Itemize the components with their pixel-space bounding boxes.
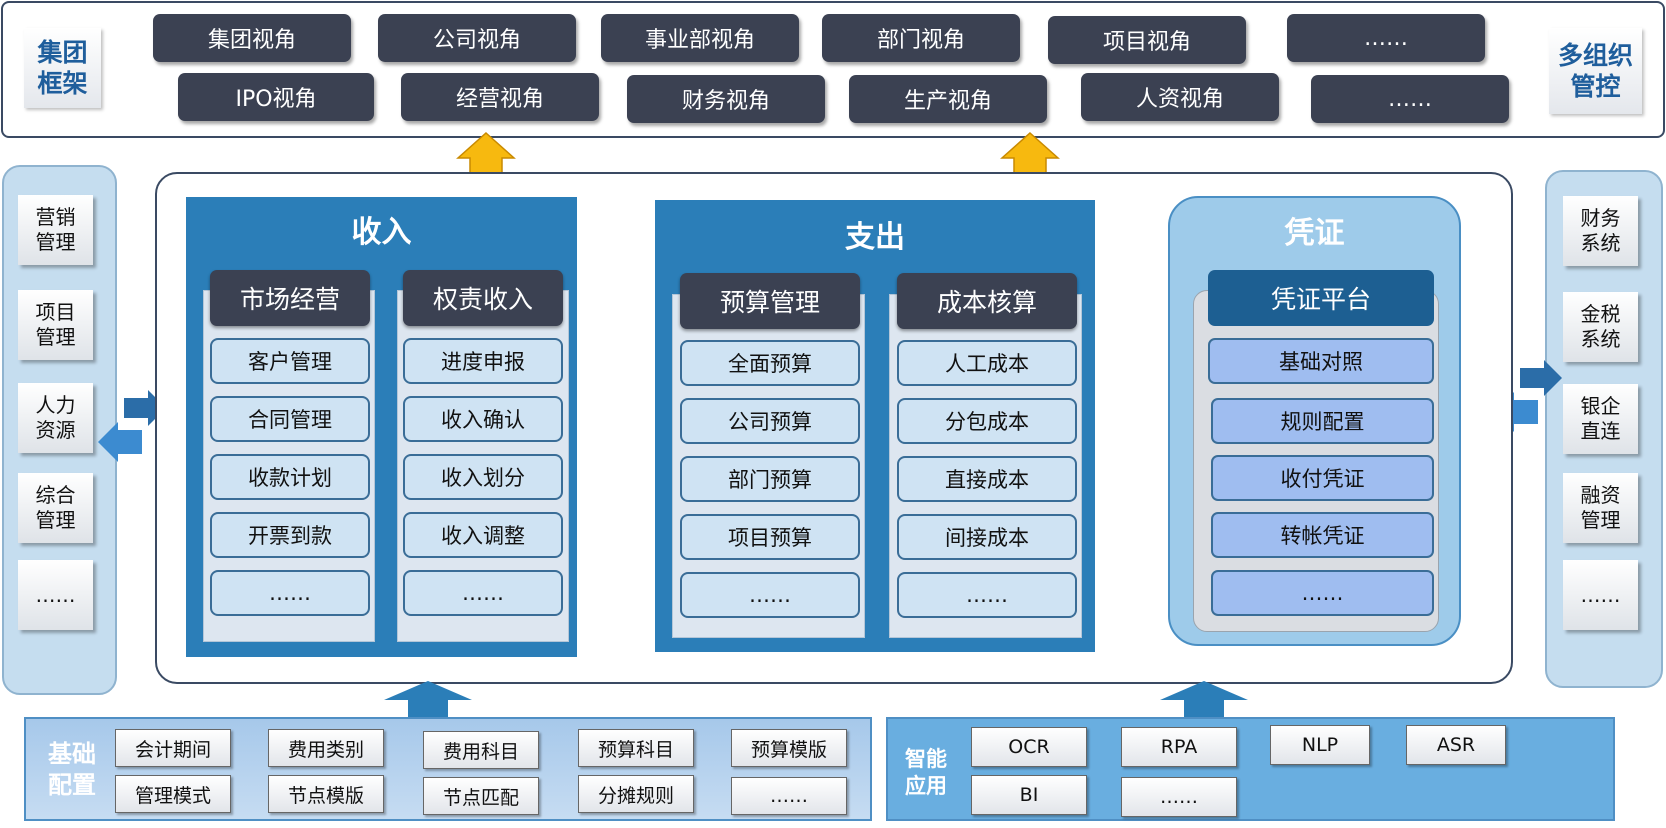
view-pill[interactable]: 经营视角 [401,73,599,121]
config-item[interactable]: 节点模版 [268,775,384,813]
smart-app-item-more[interactable]: …… [1121,777,1237,817]
cost-accounting-header[interactable]: 成本核算 [897,273,1077,329]
voucher-cell[interactable]: 基础对照 [1208,338,1434,384]
right-system-item[interactable]: 银企 直连 [1563,384,1638,454]
voucher-platform-header[interactable]: 凭证平台 [1208,270,1434,326]
module-cell[interactable]: 分包成本 [897,398,1077,444]
module-cell[interactable]: 部门预算 [680,456,860,502]
multi-org-control-label: 多组织 管控 [1549,28,1642,114]
up-arrow-icon [1160,681,1248,717]
config-item-more[interactable]: …… [731,777,847,815]
voucher-cell[interactable]: 收付凭证 [1211,455,1434,501]
config-item[interactable]: 预算科目 [578,729,694,767]
expense-title: 支出 [845,220,905,255]
income-title: 收入 [351,215,412,250]
basic-config-label: 基础 配置 [48,739,96,799]
module-cell[interactable]: 间接成本 [897,514,1077,560]
config-item[interactable]: 管理模式 [115,775,231,813]
smart-apps-label: 智能 应用 [905,746,947,798]
up-arrow-icon [1000,132,1060,174]
smart-app-item[interactable]: NLP [1270,725,1370,765]
left-system-item[interactable]: 人力 资源 [18,383,93,453]
view-pill[interactable]: 生产视角 [849,75,1047,123]
view-pill[interactable]: 集团视角 [153,14,351,62]
voucher-title: 凭证 [1284,216,1345,251]
view-pill-more[interactable]: …… [1287,14,1485,62]
config-item[interactable]: 分摊规则 [578,775,694,813]
left-system-item[interactable]: 项目 管理 [18,290,93,360]
view-pill[interactable]: 项目视角 [1048,16,1246,64]
right-system-item-more[interactable]: …… [1563,560,1638,630]
group-framework-label: 集团 框架 [24,28,101,108]
voucher-cell-more[interactable]: …… [1211,570,1434,616]
smart-app-item[interactable]: BI [971,775,1087,815]
view-pill[interactable]: 公司视角 [378,14,576,62]
market-operation-header[interactable]: 市场经营 [210,270,370,326]
module-cell-more[interactable]: …… [680,572,860,618]
config-item[interactable]: 费用类别 [268,729,384,767]
accrual-income-header[interactable]: 权责收入 [403,270,563,326]
view-pill[interactable]: 财务视角 [627,75,825,123]
module-cell[interactable]: 开票到款 [210,512,370,558]
module-cell[interactable]: 收入调整 [403,512,563,558]
view-pill[interactable]: 人资视角 [1081,73,1279,121]
module-cell[interactable]: 进度申报 [403,338,563,384]
up-arrow-icon [384,681,472,717]
smart-app-item[interactable]: OCR [971,727,1087,767]
module-cell[interactable]: 收入确认 [403,396,563,442]
config-item[interactable]: 预算模版 [731,729,847,767]
right-system-item[interactable]: 融资 管理 [1563,473,1638,543]
module-cell[interactable]: 合同管理 [210,396,370,442]
up-arrow-icon [456,132,516,174]
voucher-cell[interactable]: 转帐凭证 [1211,512,1434,558]
module-cell-more[interactable]: …… [897,572,1077,618]
view-pill[interactable]: 部门视角 [822,14,1020,62]
config-item[interactable]: 节点匹配 [423,777,539,815]
left-system-item[interactable]: 营销 管理 [18,195,93,265]
module-cell[interactable]: 公司预算 [680,398,860,444]
view-pill[interactable]: 事业部视角 [601,14,799,62]
view-pill[interactable]: IPO视角 [178,73,374,121]
left-system-item-more[interactable]: …… [18,560,93,630]
module-cell[interactable]: 客户管理 [210,338,370,384]
view-pill-more[interactable]: …… [1311,75,1509,123]
module-cell[interactable]: 全面预算 [680,340,860,386]
module-cell[interactable]: 项目预算 [680,514,860,560]
module-cell-more[interactable]: …… [403,570,563,616]
right-system-item[interactable]: 财务 系统 [1563,196,1638,266]
voucher-cell[interactable]: 规则配置 [1211,398,1434,444]
module-cell[interactable]: 直接成本 [897,456,1077,502]
budget-management-header[interactable]: 预算管理 [680,273,860,329]
smart-app-item[interactable]: ASR [1406,725,1506,765]
module-cell[interactable]: 收入划分 [403,454,563,500]
smart-app-item[interactable]: RPA [1121,727,1237,767]
config-item[interactable]: 会计期间 [115,729,231,767]
module-cell[interactable]: 人工成本 [897,340,1077,386]
config-item[interactable]: 费用科目 [423,731,539,769]
left-system-item[interactable]: 综合 管理 [18,473,93,543]
module-cell-more[interactable]: …… [210,570,370,616]
right-system-item[interactable]: 金税 系统 [1563,292,1638,362]
module-cell[interactable]: 收款计划 [210,454,370,500]
